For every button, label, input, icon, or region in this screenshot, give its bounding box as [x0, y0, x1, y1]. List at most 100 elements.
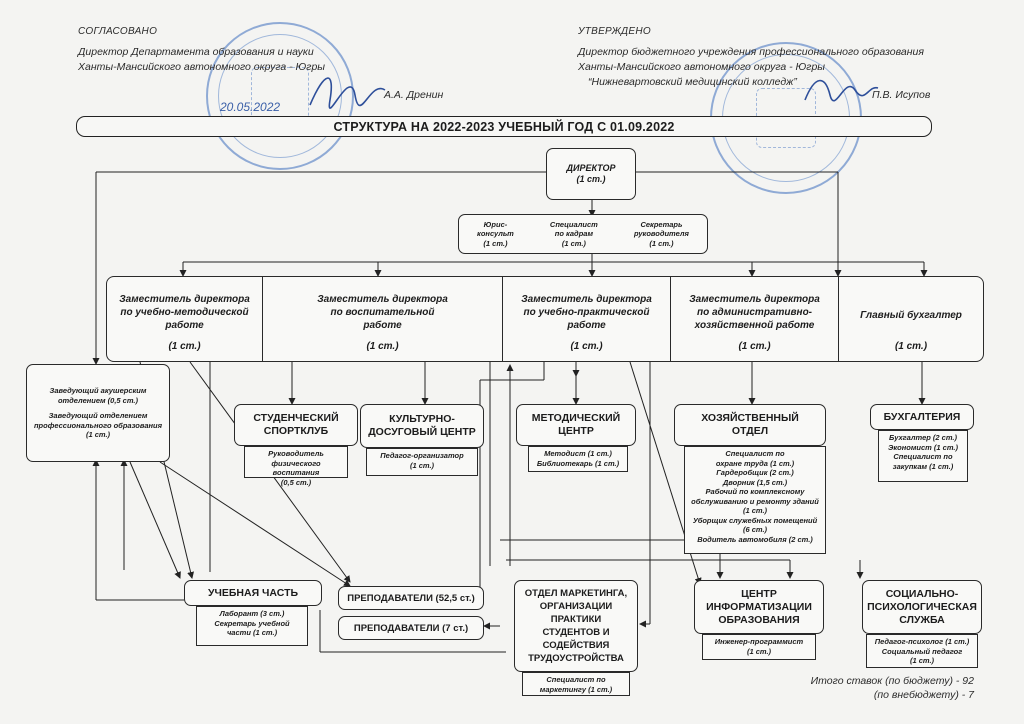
staff-hr: Специалист по кадрам (1 ст.)	[550, 220, 598, 249]
director-rate: (1 ст.)	[576, 174, 606, 184]
household-item-1: охране труда (1 ст.)	[715, 458, 795, 468]
deputy-administrative-l1: Заместитель директора	[689, 294, 820, 305]
method-center-staff: Методист (1 ст.) Библиотекарь (1 ст.)	[528, 446, 628, 472]
culture-center-l2: ДОСУГОВЫЙ ЦЕНТР	[368, 426, 476, 438]
household-item-4: Рабочий по комплексному	[705, 487, 805, 496]
approval-right: УТВЕРЖДЕНО Директор бюджетного учреждени…	[578, 24, 958, 90]
chief-accountant-rate: (1 ст.)	[894, 341, 928, 352]
sport-club-s1: Руководитель	[268, 449, 324, 458]
marketing-l0: ОТДЕЛ МАРКЕТИНГА,	[524, 588, 628, 599]
signature-right	[804, 79, 879, 102]
psych-service-l2: ПСИХОЛОГИЧЕСКАЯ	[867, 600, 977, 613]
deputy-administrative-l2: по административно-	[696, 307, 813, 318]
study-part-s3: части (1 ст.)	[226, 628, 278, 637]
heads-box: Заведующий акушерским отделением (0,5 ст…	[26, 364, 170, 462]
psych-service-l1: СОЦИАЛЬНО-	[885, 587, 959, 600]
it-center-box: ЦЕНТР ИНФОРМАТИЗАЦИИ ОБРАЗОВАНИЯ	[694, 580, 824, 634]
method-center-l1: МЕТОДИЧЕСКИЙ	[531, 412, 621, 424]
household-item-6: (1 ст.)	[742, 506, 768, 515]
heads-l1: Заведующий акушерским	[49, 386, 147, 396]
household-item-8: (6 ст.)	[742, 525, 768, 534]
method-center-l2: ЦЕНТР	[558, 425, 594, 437]
it-center-l1: ЦЕНТР	[741, 587, 777, 600]
study-part-label: УЧЕБНАЯ ЧАСТЬ	[207, 586, 299, 599]
sport-club-l1: СТУДЕНЧЕСКИЙ	[253, 412, 339, 424]
accounting-box: БУХГАЛТЕРИЯ	[870, 404, 974, 430]
study-part-s2: Секретарь учебной	[214, 618, 290, 628]
psych-service-s3: (1 ст.)	[909, 656, 935, 665]
psych-service-box: СОЦИАЛЬНО- ПСИХОЛОГИЧЕСКАЯ СЛУЖБА	[862, 580, 982, 634]
sport-club-s3: (0,5 ст.)	[280, 477, 312, 487]
sport-club-s2: физического воспитания	[271, 458, 321, 478]
marketing-s1: Специалист по	[546, 675, 606, 684]
teachers-budget-box: ПРЕПОДАВАТЕЛИ (52,5 ст.)	[338, 586, 484, 610]
approval-left-date: 20.05.2022	[220, 100, 281, 114]
household-item-0: Специалист по	[725, 449, 785, 458]
deputy-methodical-l3: работе	[165, 320, 204, 331]
teachers-extra-label: ПРЕПОДАВАТЕЛИ (7 ст.)	[353, 622, 469, 634]
sport-club-box: СТУДЕНЧЕСКИЙ СПОРТКЛУБ	[234, 404, 358, 446]
culture-center-s1: Педагог-организатор	[380, 451, 464, 460]
staff-lawyer: Юрис- консульт (1 ст.)	[477, 220, 514, 249]
accounting-staff: Бухгалтер (2 ст.) Экономист (1 ст.) Спец…	[878, 430, 968, 482]
teachers-budget-label: ПРЕПОДАВАТЕЛИ (52,5 ст.)	[347, 592, 475, 604]
staff-lawyer-l2: консульт	[477, 229, 514, 239]
chief-accountant: Главный бухгалтер (1 ст.)	[839, 277, 983, 361]
approval-right-signer: П.В. Исупов	[872, 89, 931, 101]
heads-l2: отделением (0,5 ст.)	[57, 395, 139, 405]
approval-left-line1: Директор Департамента образования и наук…	[78, 46, 314, 58]
chief-accountant-label: Главный бухгалтер	[860, 310, 962, 321]
deputy-methodical-l2: по учебно-методической	[120, 307, 249, 318]
approval-right-caption: УТВЕРЖДЕНО	[578, 26, 651, 37]
deputy-practical-l1: Заместитель директора	[521, 294, 652, 305]
household-box: ХОЗЯЙСТВЕННЫЙ ОТДЕЛ	[674, 404, 826, 446]
staff-lawyer-l1: Юрис-	[483, 219, 508, 229]
psych-service-s2: Социальный педагог	[881, 646, 963, 656]
marketing-box: ОТДЕЛ МАРКЕТИНГА, ОРГАНИЗАЦИИ ПРАКТИКИ С…	[514, 580, 638, 672]
heads-l3: Заведующий отделением	[48, 411, 148, 421]
deputy-educational-l2: по воспитательной	[330, 307, 435, 318]
staff-hr-l1: Специалист	[549, 219, 598, 229]
approval-left-line2: Ханты-Мансийского автономного округа - Ю…	[78, 61, 326, 73]
approval-left-signer: А.А. Дренин	[384, 89, 444, 101]
accounting-label: БУХГАЛТЕРИЯ	[883, 410, 961, 423]
accounting-item-1: Экономист (1 ст.)	[887, 442, 958, 452]
staff-secretary-l2: руководителя	[633, 229, 689, 239]
marketing-l5: ТРУДОУСТРОЙСТВА	[528, 653, 624, 664]
culture-center-l1: КУЛЬТУРНО-	[389, 413, 455, 425]
household-staff: Специалист по охране труда (1 ст.) Гарде…	[684, 446, 826, 554]
stamp-left	[206, 22, 354, 170]
method-center-s1: Методист (1 ст.)	[544, 449, 612, 458]
household-l1: ХОЗЯЙСТВЕННЫЙ	[701, 412, 799, 424]
totals-budget: Итого ставок (по бюджету) - 92	[810, 675, 974, 687]
marketing-s2: маркетингу (1 ст.)	[539, 684, 613, 694]
household-item-9: Водитель автомобиля (2 ст.)	[697, 534, 813, 544]
culture-center-staff: Педагог-организатор (1 ст.)	[366, 448, 478, 476]
accounting-item-0: Бухгалтер (2 ст.)	[889, 433, 957, 442]
marketing-l2: ПРАКТИКИ	[550, 614, 602, 625]
deputy-administrative: Заместитель директора по административно-…	[671, 277, 839, 361]
approval-right-line3: “Нижневартовский медицинский колледж”	[588, 76, 797, 88]
it-center-s1: Инженер-программист	[714, 637, 804, 646]
deputy-educational-l1: Заместитель директора	[317, 294, 448, 305]
director-box: ДИРЕКТОР (1 ст.)	[546, 148, 636, 200]
marketing-staff: Специалист по маркетингу (1 ст.)	[522, 672, 630, 696]
psych-service-l3: СЛУЖБА	[899, 613, 945, 626]
staff-hr-rate: (1 ст.)	[561, 238, 586, 248]
signature-left	[309, 77, 386, 109]
staff-secretary-rate: (1 ст.)	[649, 238, 674, 248]
study-part-box: УЧЕБНАЯ ЧАСТЬ	[184, 580, 322, 606]
sport-club-l2: СПОРТКЛУБ	[263, 425, 329, 437]
sport-club-staff: Руководитель физического воспитания (0,5…	[244, 446, 348, 487]
household-l2: ОТДЕЛ	[731, 425, 769, 437]
it-center-l3: ОБРАЗОВАНИЯ	[718, 613, 800, 626]
marketing-l3: СТУДЕНТОВ И	[542, 627, 610, 638]
method-center-box: МЕТОДИЧЕСКИЙ ЦЕНТР	[516, 404, 636, 446]
psych-service-staff: Педагог-психолог (1 ст.) Социальный педа…	[866, 634, 978, 668]
accounting-item-3: закупкам (1 ст.)	[892, 461, 954, 471]
totals-extra: (по внебюджету) - 7	[873, 689, 974, 701]
it-center-s2: (1 ст.)	[746, 646, 772, 656]
